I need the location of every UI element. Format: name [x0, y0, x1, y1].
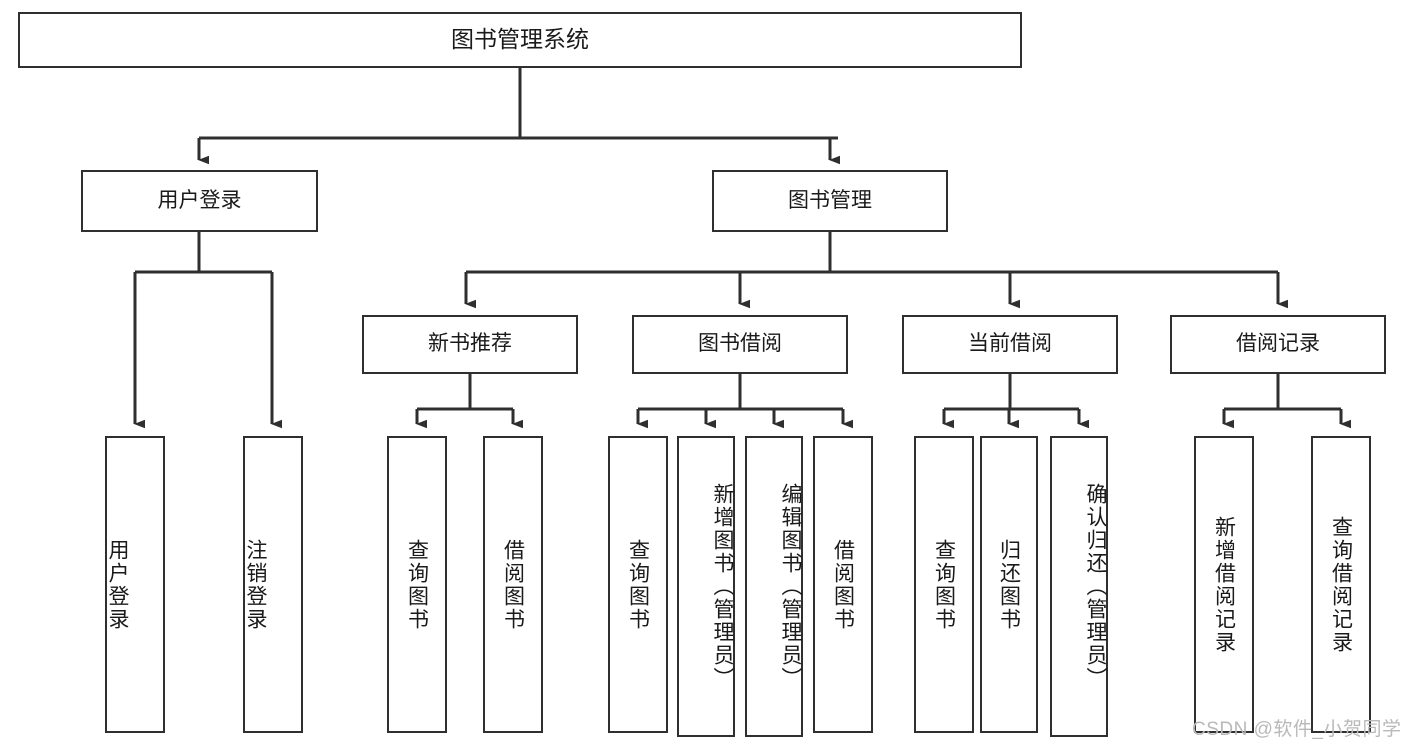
leaf-book-borrow-edit-admin[interactable]: 编辑图书（管理员） — [745, 436, 803, 737]
node-label: 查询图书 — [932, 538, 956, 631]
node-current-borrow[interactable]: 当前借阅 — [902, 315, 1118, 374]
node-label: 查询图书 — [405, 538, 429, 631]
node-label: 新增图书（管理员） — [711, 483, 734, 690]
leaf-current-borrow-search[interactable]: 查询图书 — [914, 436, 974, 733]
leaf-book-borrow-borrow[interactable]: 借阅图书 — [813, 436, 873, 733]
leaf-current-borrow-confirm-admin[interactable]: 确认归还（管理员） — [1050, 436, 1108, 737]
csdn-watermark: CSDN @软件_小贺同学 — [1192, 714, 1401, 741]
node-label: 图书管理 — [788, 188, 872, 212]
node-book-borrow[interactable]: 图书借阅 — [632, 315, 848, 374]
node-label: 新书推荐 — [428, 332, 512, 356]
leaf-new-book-search[interactable]: 查询图书 — [387, 436, 447, 733]
node-root-book-management-system[interactable]: 图书管理系统 — [18, 12, 1022, 68]
watermark-text: CSDN @软件_小贺同学 — [1192, 719, 1402, 740]
node-label: 借阅图书 — [831, 538, 855, 631]
leaf-book-borrow-search[interactable]: 查询图书 — [608, 436, 668, 733]
node-label: 新增借阅记录 — [1212, 515, 1236, 654]
leaf-new-book-borrow[interactable]: 借阅图书 — [483, 436, 543, 733]
leaf-current-borrow-return[interactable]: 归还图书 — [980, 436, 1038, 733]
node-label: 注销登录 — [244, 538, 267, 631]
node-label: 用户登录 — [106, 538, 129, 631]
node-book-management[interactable]: 图书管理 — [712, 170, 948, 232]
leaf-book-borrow-add-admin[interactable]: 新增图书（管理员） — [677, 436, 735, 737]
leaf-user-login-logout[interactable]: 注销登录 — [243, 436, 303, 733]
node-label: 借阅记录 — [1236, 332, 1320, 356]
leaf-borrow-records-search[interactable]: 查询借阅记录 — [1311, 436, 1371, 733]
leaf-user-login-login[interactable]: 用户登录 — [105, 436, 165, 733]
node-label: 当前借阅 — [968, 332, 1052, 356]
node-label: 查询借阅记录 — [1329, 515, 1353, 654]
leaf-borrow-records-add[interactable]: 新增借阅记录 — [1194, 436, 1254, 733]
node-user-login[interactable]: 用户登录 — [81, 170, 318, 232]
node-label: 图书管理系统 — [451, 26, 589, 53]
node-label: 查询图书 — [626, 538, 650, 631]
node-label: 编辑图书（管理员） — [779, 483, 802, 690]
node-borrow-records[interactable]: 借阅记录 — [1170, 315, 1386, 374]
node-label: 归还图书 — [997, 538, 1021, 631]
node-new-book-recommend[interactable]: 新书推荐 — [362, 315, 578, 374]
node-label: 确认归还（管理员） — [1084, 483, 1107, 690]
node-label: 用户登录 — [157, 188, 242, 212]
node-label: 图书借阅 — [698, 332, 782, 356]
node-label: 借阅图书 — [501, 538, 525, 631]
